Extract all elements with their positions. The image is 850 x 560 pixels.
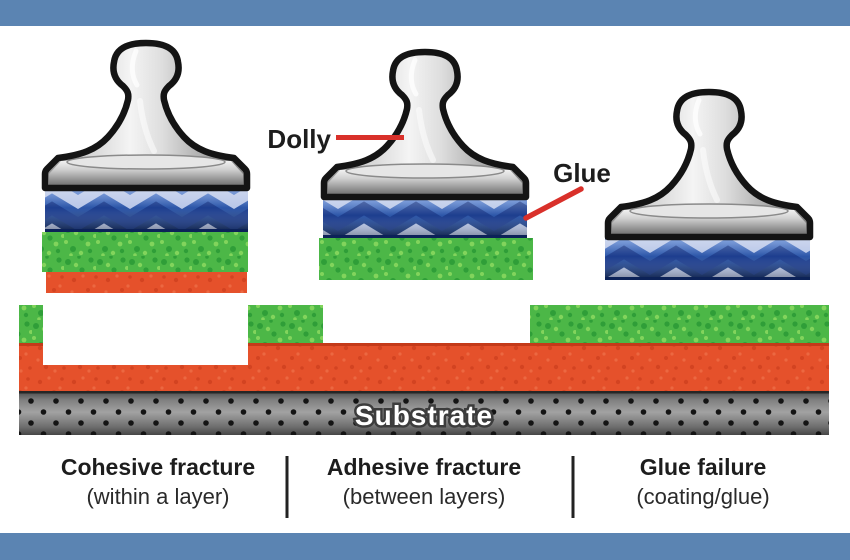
dolly-callout: Dolly — [267, 124, 404, 154]
stack1-green-coating — [42, 232, 248, 272]
ground-green-left — [19, 305, 43, 343]
stack2-green-coating — [319, 238, 533, 280]
cohesive-fracture-gap — [43, 340, 248, 365]
dolly-label: Dolly — [267, 124, 331, 154]
substrate-dots-texture — [19, 391, 829, 435]
ground-layers: Substrate — [19, 305, 829, 435]
glue-callout: Glue — [523, 158, 611, 221]
ground-red-top-edge — [19, 343, 829, 346]
sample-adhesive-stack — [319, 197, 533, 280]
dolly-callout-line — [336, 135, 404, 140]
caption-divider-2 — [571, 456, 575, 518]
ground-green-right — [530, 305, 829, 343]
substrate-top-edge — [19, 391, 829, 394]
ground-green-middle — [248, 305, 323, 343]
caption-glue-failure: Glue failure (coating/glue) — [636, 454, 769, 509]
caption-cohesive-subtitle: (within a layer) — [86, 484, 229, 509]
glue-callout-line — [523, 186, 584, 221]
caption-glue-failure-title: Glue failure — [640, 454, 767, 480]
sample-glue-failure-stack — [605, 237, 810, 280]
caption-adhesive-title: Adhesive fracture — [327, 454, 521, 480]
caption-adhesive-subtitle: (between layers) — [343, 484, 506, 509]
glue-label: Glue — [553, 158, 611, 188]
caption-cohesive: Cohesive fracture (within a layer) — [61, 454, 255, 509]
sample-cohesive-stack — [42, 188, 248, 293]
caption-glue-failure-subtitle: (coating/glue) — [636, 484, 769, 509]
caption-cohesive-title: Cohesive fracture — [61, 454, 255, 480]
caption-adhesive: Adhesive fracture (between layers) — [327, 454, 521, 509]
caption-divider-1 — [285, 456, 289, 518]
substrate-label: Substrate — [355, 400, 493, 431]
top-banner — [0, 0, 850, 26]
bottom-banner — [0, 533, 850, 560]
stack1-red-coating — [46, 272, 247, 293]
